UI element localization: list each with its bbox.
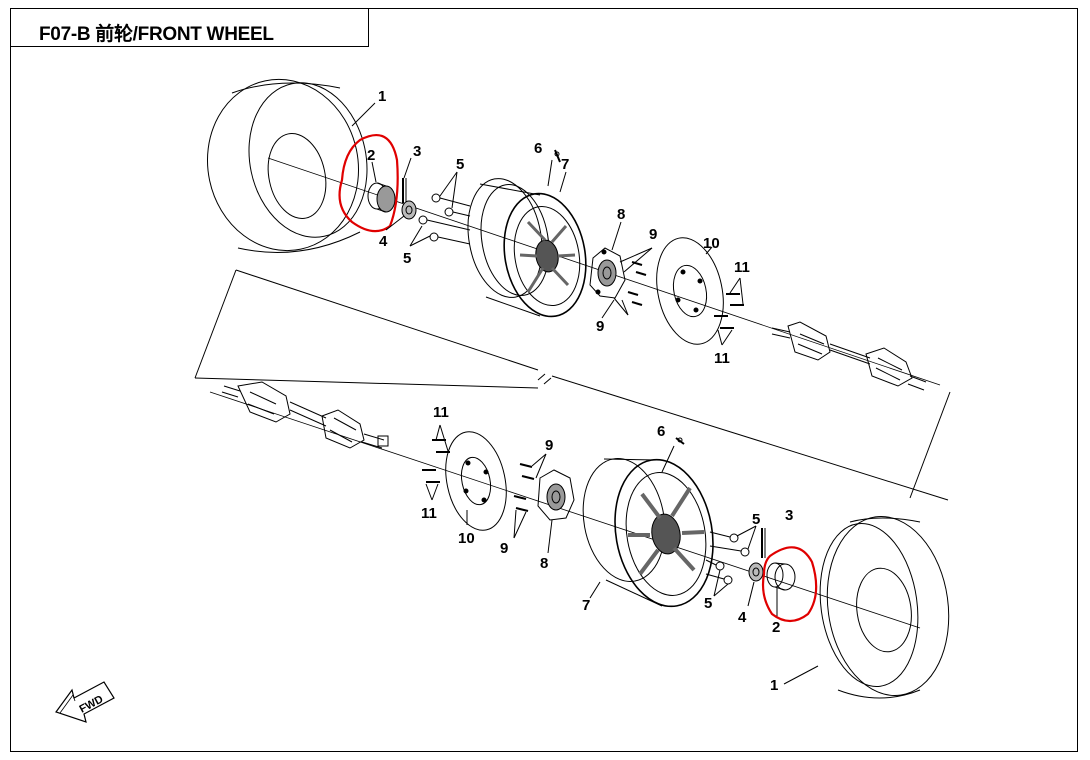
bottom-hub-cap	[766, 562, 796, 617]
bottom-lug-nuts	[705, 525, 757, 597]
callout-top-rim: 7	[561, 156, 569, 173]
callout-bottom-disc-bolt-upper: 11	[433, 404, 449, 421]
callout-bottom-hub-cap: 2	[772, 619, 780, 636]
callout-bottom-bolt-upper: 9	[545, 437, 553, 454]
fwd-label: FWD	[78, 693, 106, 715]
callout-bottom-rim: 7	[582, 597, 590, 614]
callout-top-bolt-lower: 9	[596, 318, 604, 335]
callout-bottom-hub: 8	[540, 555, 548, 572]
bottom-highlight-circle	[761, 546, 818, 623]
callout-top-lug-nut-upper: 5	[456, 156, 464, 173]
top-rim	[467, 178, 587, 318]
callout-top-disc-bolt-upper: 11	[734, 259, 750, 276]
top-cotter-pin	[402, 178, 407, 203]
callout-top-cotter-pin: 3	[413, 143, 421, 160]
assembly-link-lines	[194, 269, 951, 501]
bottom-tire	[783, 515, 950, 699]
title-box: F07-B 前轮/FRONT WHEEL	[10, 8, 369, 47]
top-hub	[589, 247, 626, 299]
top-valve	[547, 149, 561, 187]
top-lug-nuts	[418, 193, 471, 245]
callout-bottom-brake-disc: 10	[458, 530, 475, 547]
bottom-hub	[537, 469, 575, 554]
callout-top-nut: 4	[379, 233, 388, 250]
bottom-cotter-pin	[761, 528, 766, 558]
page-title: F07-B 前轮/FRONT WHEEL	[39, 24, 274, 45]
callout-top-brake-disc: 10	[703, 235, 720, 252]
callout-top-disc-bolt-lower: 11	[714, 350, 730, 367]
callout-bottom-cotter-pin: 3	[785, 507, 793, 524]
callout-bottom-lug-nut-lower: 5	[704, 595, 712, 612]
bottom-valve	[661, 437, 685, 473]
top-nut	[401, 200, 417, 220]
top-tire	[206, 78, 368, 253]
callout-labels: 1 2 3 4 5 5 6 7 8 9 9 10 11 11 11 11 10 …	[367, 88, 793, 694]
bottom-nut	[747, 562, 764, 607]
top-highlight-circle	[338, 134, 399, 233]
bottom-disc-bolts	[422, 424, 450, 501]
callout-bottom-disc-bolt-lower: 11	[421, 505, 437, 522]
top-leader-lines	[351, 102, 622, 319]
top-disc-bolts	[714, 277, 744, 346]
callout-top-hub-cap: 2	[367, 147, 375, 164]
bottom-half-shaft	[221, 381, 389, 449]
top-brake-disc	[656, 237, 724, 345]
top-half-shaft	[771, 321, 927, 391]
callout-bottom-nut: 4	[738, 609, 747, 626]
fwd-arrow-icon	[55, 681, 115, 723]
bottom-brake-disc	[445, 431, 507, 531]
bottom-rim	[582, 458, 714, 608]
bottom-bolts	[513, 453, 547, 539]
bottom-axis-line	[209, 391, 921, 629]
callout-top-tire: 1	[378, 88, 386, 105]
callout-top-bolt-upper: 9	[649, 226, 657, 243]
callout-bottom-bolt-lower: 9	[500, 540, 508, 557]
top-hub-cap	[367, 182, 396, 213]
callout-top-lug-nut-lower: 5	[403, 250, 411, 267]
callout-bottom-lug-nut-upper: 5	[752, 511, 760, 528]
callout-top-hub: 8	[617, 206, 625, 223]
top-bolts	[613, 247, 653, 316]
callout-top-valve: 6	[534, 140, 542, 157]
callout-bottom-tire: 1	[770, 677, 778, 694]
callout-bottom-valve: 6	[657, 423, 665, 440]
drawing-frame	[10, 8, 1078, 752]
